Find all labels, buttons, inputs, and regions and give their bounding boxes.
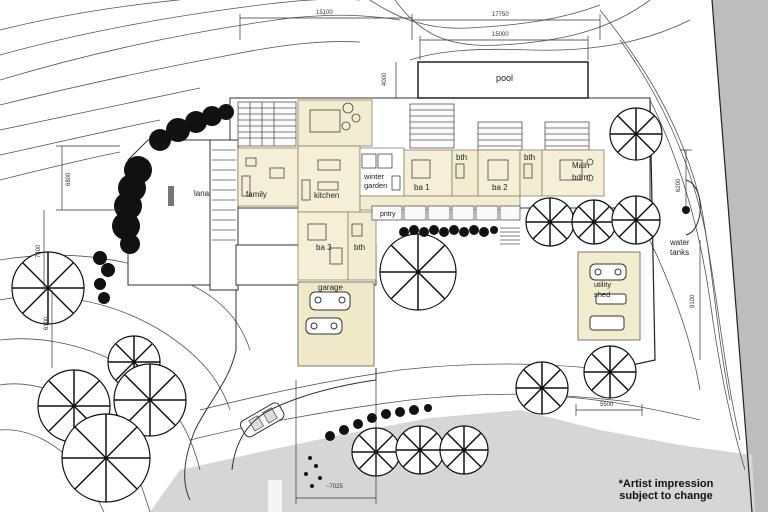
pool-label: pool bbox=[496, 73, 514, 83]
pool-basin bbox=[417, 61, 589, 99]
room-winter-garden bbox=[359, 147, 405, 197]
neighbor-lot bbox=[712, 0, 768, 512]
room-main-bdrm bbox=[541, 149, 605, 197]
dim-6200: 6200 bbox=[676, 178, 682, 192]
tree bbox=[61, 413, 151, 503]
tree bbox=[439, 425, 489, 475]
pantry-label: pntry bbox=[380, 211, 396, 218]
utility-shed-label: utility shed bbox=[594, 280, 612, 299]
tree bbox=[515, 361, 569, 415]
dim-5500: 5500 bbox=[600, 402, 614, 408]
garage-label: garage bbox=[318, 283, 343, 292]
tree bbox=[609, 107, 663, 161]
driveway-outline bbox=[184, 290, 237, 501]
dimension-lines bbox=[43, 14, 701, 504]
ba3-label: ba 3 bbox=[316, 243, 332, 252]
dim-17750: 17750 bbox=[492, 12, 509, 18]
shrubs bbox=[93, 225, 498, 488]
ba1-label: ba 1 bbox=[414, 183, 430, 192]
dim-4000: 4000 bbox=[382, 72, 388, 86]
trees bbox=[11, 107, 663, 503]
water-tank-arc bbox=[685, 179, 701, 236]
tree bbox=[525, 197, 575, 247]
lanai-label: lanai bbox=[194, 189, 211, 198]
shed-vehicles bbox=[589, 263, 627, 331]
room-ba3 bbox=[297, 211, 349, 281]
tree bbox=[113, 363, 187, 437]
room-deck-top bbox=[297, 99, 373, 147]
garage-cars bbox=[305, 291, 351, 335]
steps bbox=[500, 227, 520, 245]
lanai-bench bbox=[168, 186, 174, 206]
family-label: family bbox=[246, 190, 267, 199]
room-kitchen bbox=[297, 145, 361, 213]
dim-15100: 15100 bbox=[316, 10, 333, 16]
disclaimer-line-1: *Artist impression bbox=[618, 478, 714, 490]
water-tanks-label: water tanks bbox=[670, 238, 690, 257]
winter-garden-label: winter garden bbox=[364, 172, 388, 190]
bth-lower-label: bth bbox=[354, 243, 366, 252]
driveway-strip bbox=[268, 480, 282, 512]
tree bbox=[11, 251, 85, 325]
tree bbox=[571, 199, 617, 245]
tree bbox=[395, 425, 445, 475]
bth-top-label: bth bbox=[456, 153, 468, 162]
bth-right-label: bth bbox=[524, 153, 536, 162]
dim-6100: 6100 bbox=[44, 316, 50, 330]
dim-7025: ~7025 bbox=[326, 484, 343, 490]
furniture bbox=[241, 102, 594, 265]
room-bth-lower bbox=[347, 211, 377, 281]
deck-hatching bbox=[212, 101, 590, 241]
dim-15000: 15000 bbox=[492, 32, 509, 38]
water-tank-icon bbox=[682, 206, 690, 214]
dim-7400: 7400 bbox=[36, 244, 42, 258]
dim-9100: 9100 bbox=[690, 294, 696, 308]
driveway-outline-inner bbox=[231, 368, 377, 471]
ba2-label: ba 2 bbox=[492, 183, 508, 192]
main-bdrm-label: Main bdrm bbox=[572, 161, 591, 182]
tree bbox=[379, 233, 457, 311]
disclaimer-line-2: subject to change bbox=[619, 490, 713, 502]
pantry-windows bbox=[371, 205, 521, 221]
disclaimer-note: *Artist impression subject to change bbox=[584, 478, 748, 502]
tree bbox=[611, 195, 661, 245]
tree bbox=[583, 345, 637, 399]
kitchen-label: kitchen bbox=[314, 191, 340, 200]
dark-hedge-trees bbox=[112, 104, 234, 254]
dim-6800: 6800 bbox=[66, 172, 72, 186]
